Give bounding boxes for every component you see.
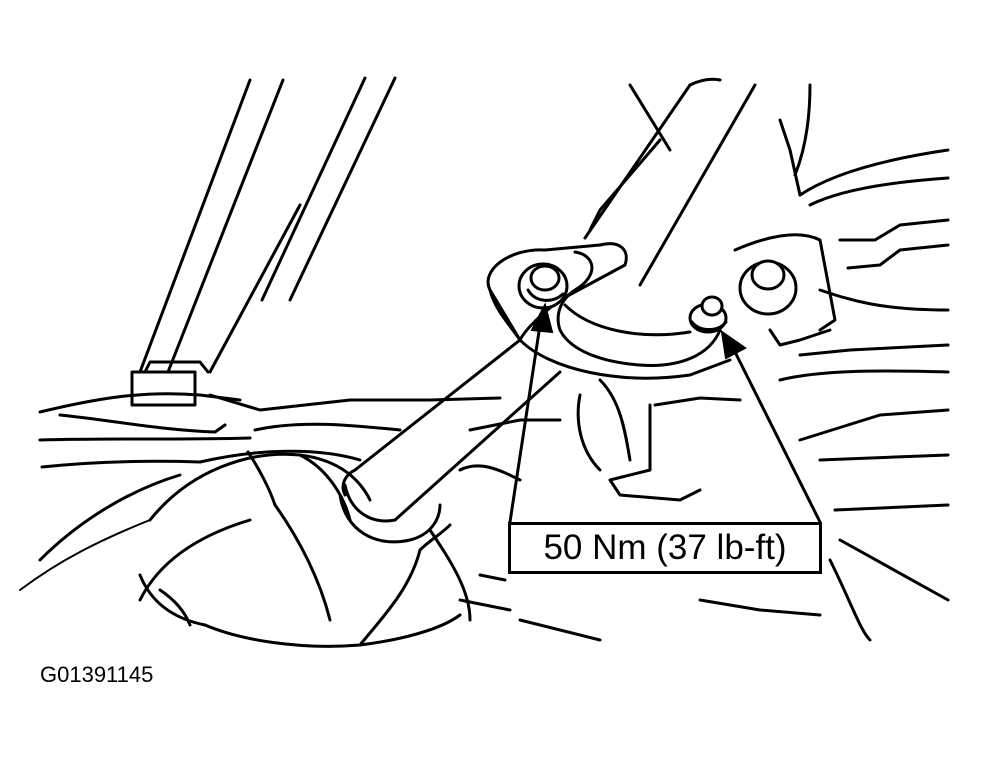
converter-body [138, 450, 472, 648]
torque-spec-label: 50 Nm (37 lb-ft) [543, 528, 787, 567]
mount-bracket [733, 118, 950, 602]
frame-rail [130, 76, 397, 407]
down-pipe [583, 77, 812, 287]
torque-arrow-left [508, 302, 554, 524]
figure-id-label: G01391145 [40, 662, 154, 687]
right-flange-bolt [688, 295, 728, 334]
torque-arrow-right [720, 329, 822, 524]
cross-member [458, 378, 872, 642]
left-flange-bolt [517, 262, 569, 310]
floor-pan [19, 392, 502, 591]
torque-callout-box: 50 Nm (37 lb-ft) [508, 522, 822, 574]
exhaust-pipe [338, 338, 562, 544]
stud-nut [738, 259, 798, 316]
